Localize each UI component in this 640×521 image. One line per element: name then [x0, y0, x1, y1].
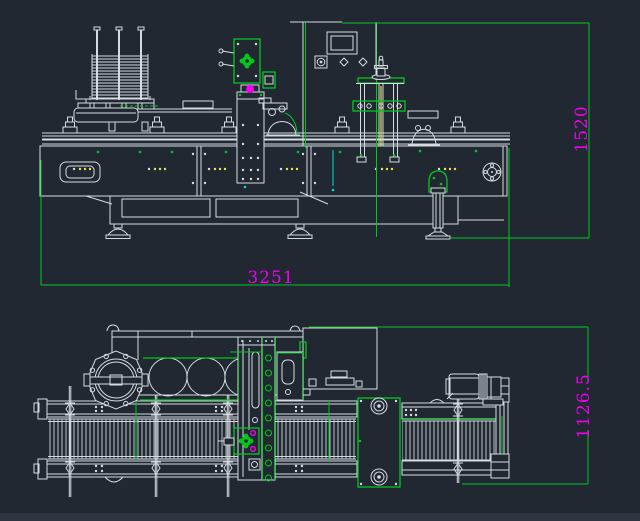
plan-cabinet [299, 327, 378, 390]
press-unit [352, 55, 406, 163]
dim-plan-depth: 1126.5 [309, 326, 594, 485]
bearing-knob [370, 468, 388, 486]
transfer-box [357, 397, 401, 488]
dim-front-height: 1520 [342, 22, 592, 287]
button-icon [358, 57, 368, 67]
plan-view [33, 324, 510, 497]
guide-rail-adjusters [64, 386, 234, 497]
infeed-table [73, 100, 232, 132]
carton-magazine [75, 26, 158, 110]
magenta-marker [246, 85, 254, 93]
bolt-strip [265, 354, 272, 482]
handwheel-icon [482, 162, 502, 182]
vacuum-flange [83, 350, 149, 410]
plan-mid-housing [276, 351, 304, 401]
dimensions: 3251 1520 1126.5 [40, 22, 594, 485]
bed-screws-green [96, 149, 478, 154]
bed-screws-yellow [78, 167, 457, 171]
front-elevation-view [39, 21, 510, 240]
geneva-plate [233, 38, 261, 84]
dim-text-front-width: 3251 [247, 268, 294, 288]
machine-bed [39, 145, 508, 197]
machine-foot [287, 223, 313, 239]
hmi-screen [326, 31, 358, 55]
plan-conveyor-left [33, 386, 358, 497]
side-bracket [262, 71, 276, 89]
plan-conveyor-right [401, 377, 510, 483]
plan-column [218, 336, 276, 482]
base-frame [85, 191, 504, 239]
outfeed-bracket [407, 110, 440, 146]
canvas-bottom-strip [0, 513, 640, 521]
support-leg [425, 170, 451, 240]
machine-foot [105, 223, 131, 239]
button-icon [339, 57, 349, 67]
bearing-knob [370, 397, 388, 415]
erector-column [218, 38, 300, 184]
control-cabinet [290, 21, 377, 146]
press-crossbar [352, 100, 406, 112]
transfer-arm [258, 97, 300, 136]
carton-feeder-housing [83, 324, 311, 410]
dim-front-width: 3251 [40, 148, 510, 288]
press-head [371, 55, 391, 80]
dim-text-front-height: 1520 [572, 105, 592, 152]
drive-motor [445, 373, 504, 406]
geneva-cross-icon [239, 53, 255, 69]
dim-text-plan-depth: 1126.5 [574, 373, 594, 438]
knob-icon [314, 55, 328, 69]
